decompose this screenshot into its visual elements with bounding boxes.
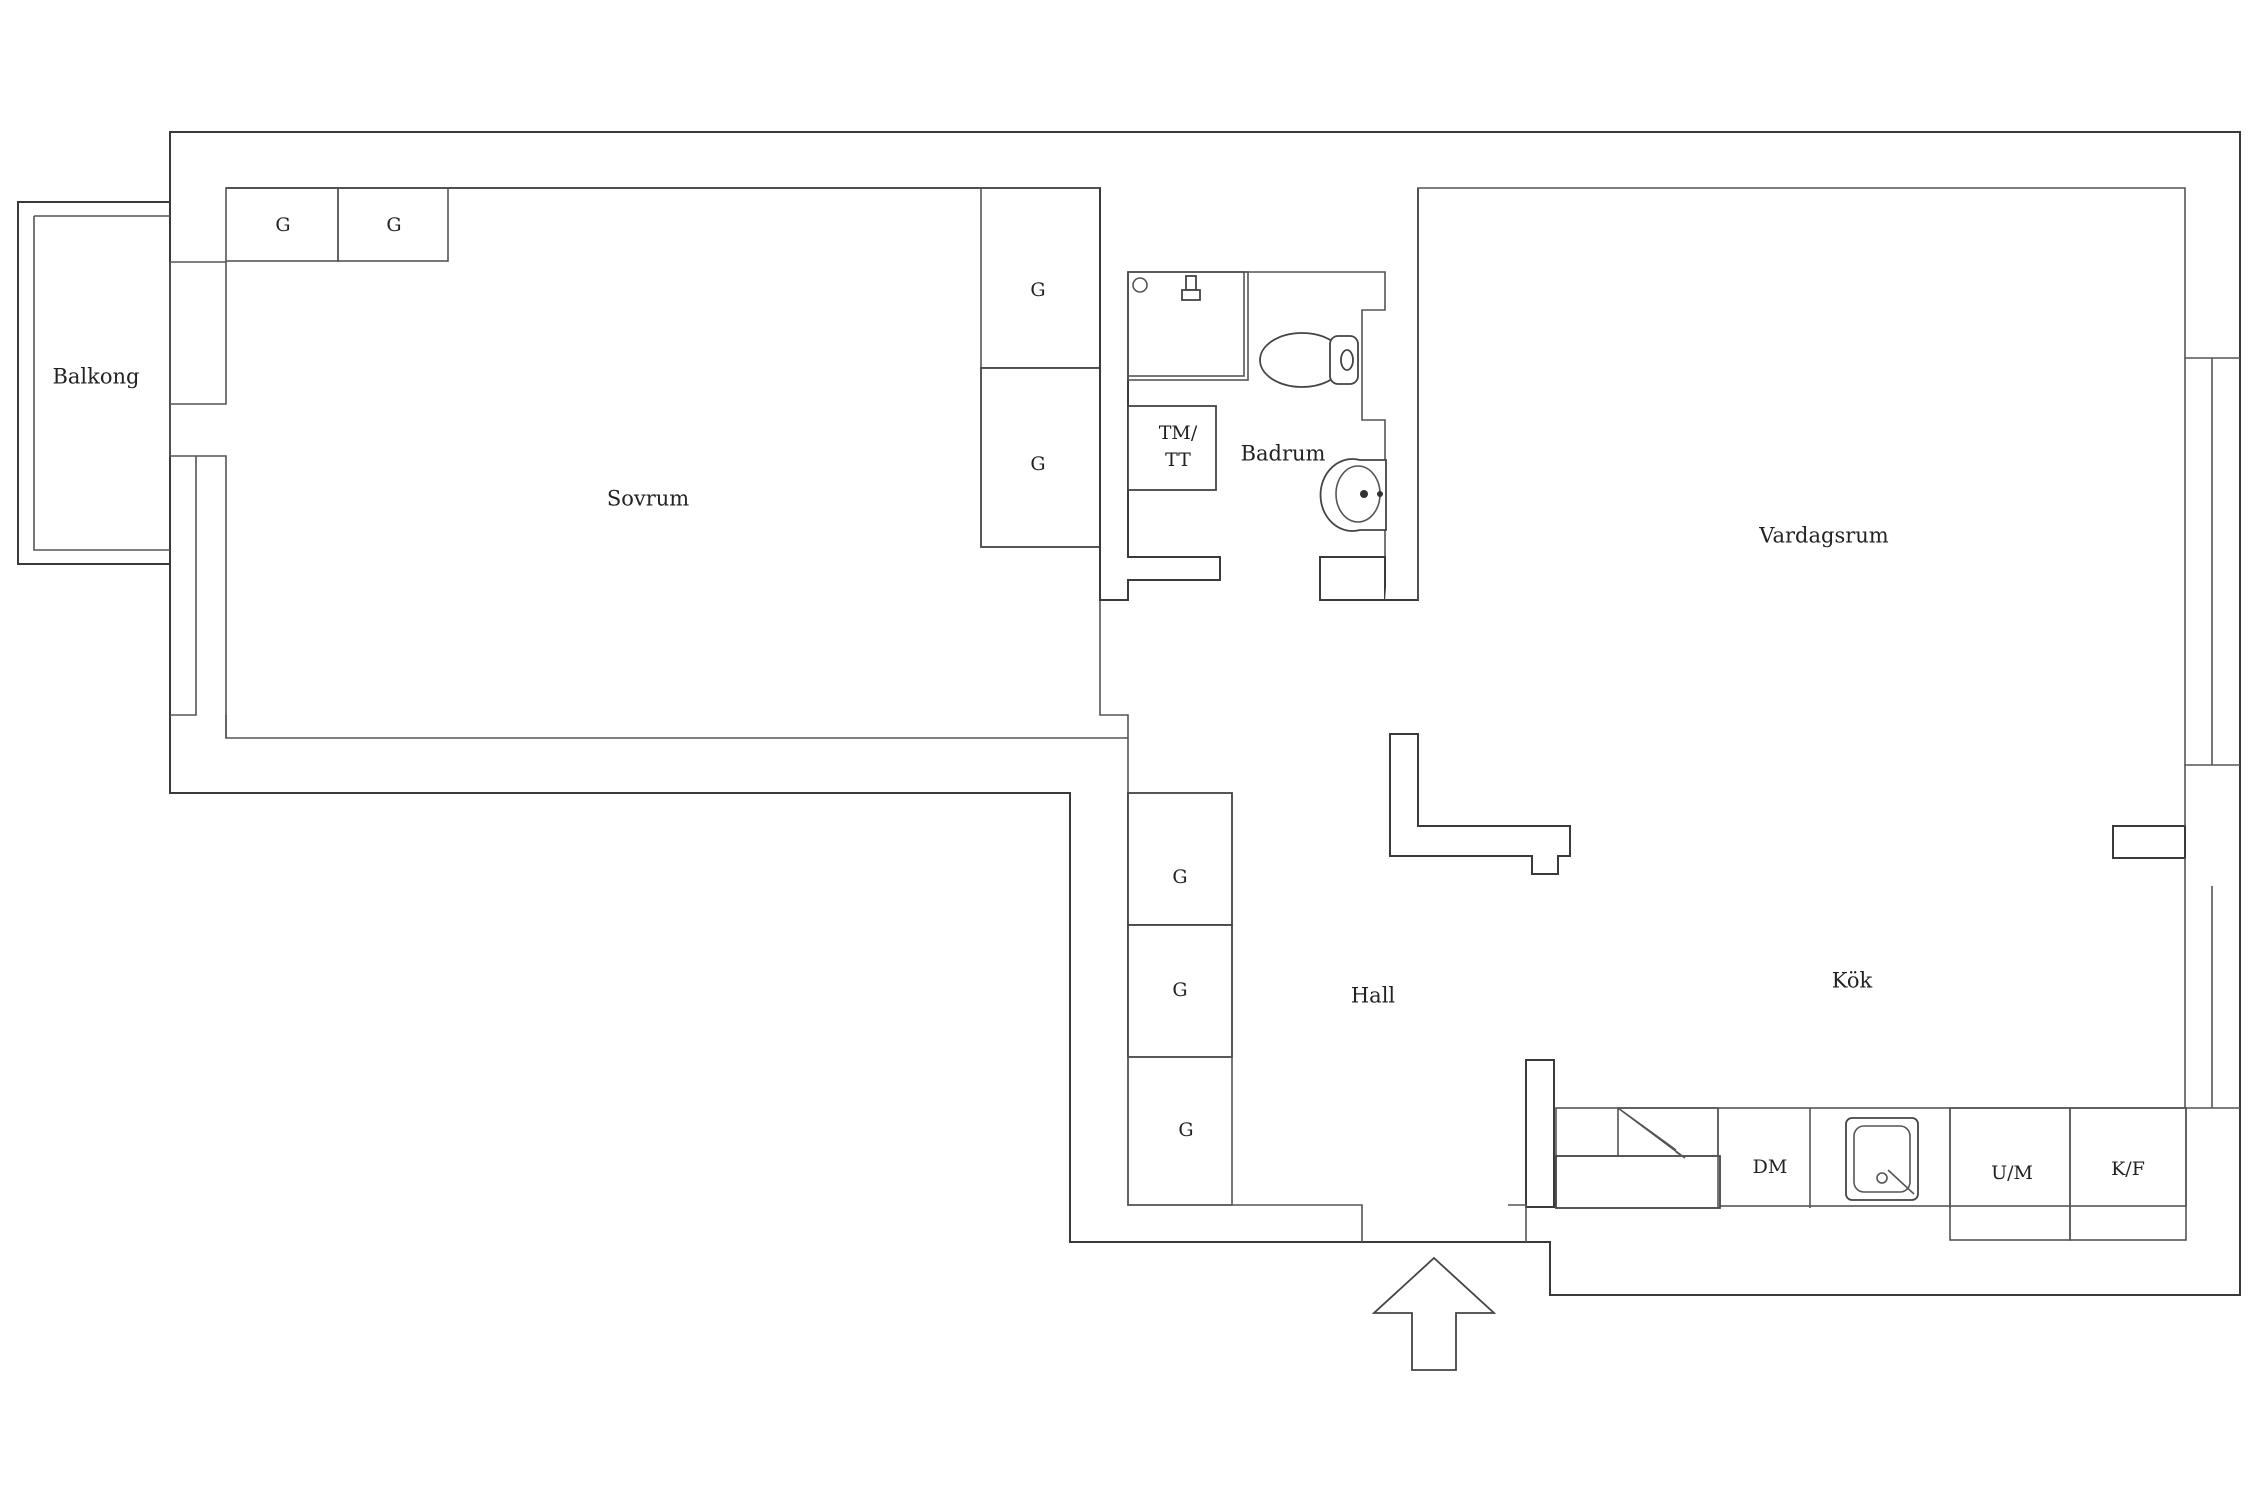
shower-icon: [1132, 275, 1201, 301]
kitchen-counter: [1555, 1107, 2187, 1241]
living-room-outline: [1417, 187, 2240, 1109]
washer-dryer-label: TT: [1165, 449, 1191, 471]
bathroom: [1099, 188, 1419, 601]
room-label-vardagsrum: Vardagsrum: [1758, 524, 1889, 548]
hall-wardrobes: [1127, 792, 1233, 1206]
room-label-kok: Kök: [1832, 969, 1873, 993]
wardrobe-label: G: [1178, 1119, 1193, 1141]
room-label-sovrum: Sovrum: [607, 487, 689, 511]
toilet-icon: [1259, 332, 1359, 388]
room-label-badrum: Badrum: [1241, 442, 1326, 466]
dishwasher-label: DM: [1753, 1156, 1788, 1178]
wardrobe-label: G: [1172, 866, 1187, 888]
wardrobe-label: G: [275, 214, 290, 236]
room-label-hall: Hall: [1351, 984, 1396, 1008]
washbasin-icon: [1319, 458, 1387, 532]
room-label-balkong: Balkong: [52, 365, 139, 389]
sink-icon: [1845, 1117, 1919, 1201]
entrance-arrow-icon: [1371, 1256, 1497, 1371]
bedroom-outline: [169, 187, 1129, 739]
stove-icon: [1617, 1107, 1719, 1159]
bedroom-wardrobes-right: [980, 187, 1101, 548]
wardrobe-label: G: [1030, 453, 1045, 475]
wardrobe-label: G: [1030, 279, 1045, 301]
hall-outline: [1127, 738, 1555, 1242]
bedroom-wardrobes-top: [225, 187, 449, 262]
wardrobe-label: G: [386, 214, 401, 236]
hall-wall: [1389, 733, 1571, 875]
wardrobe-label: G: [1172, 979, 1187, 1001]
balcony: [17, 201, 171, 565]
oven-micro-label: U/M: [1991, 1162, 2033, 1184]
fridge-freezer-label: K/F: [2111, 1158, 2145, 1180]
washer-dryer-label: TM/: [1159, 422, 1198, 444]
outer-walls: [169, 131, 2241, 1296]
